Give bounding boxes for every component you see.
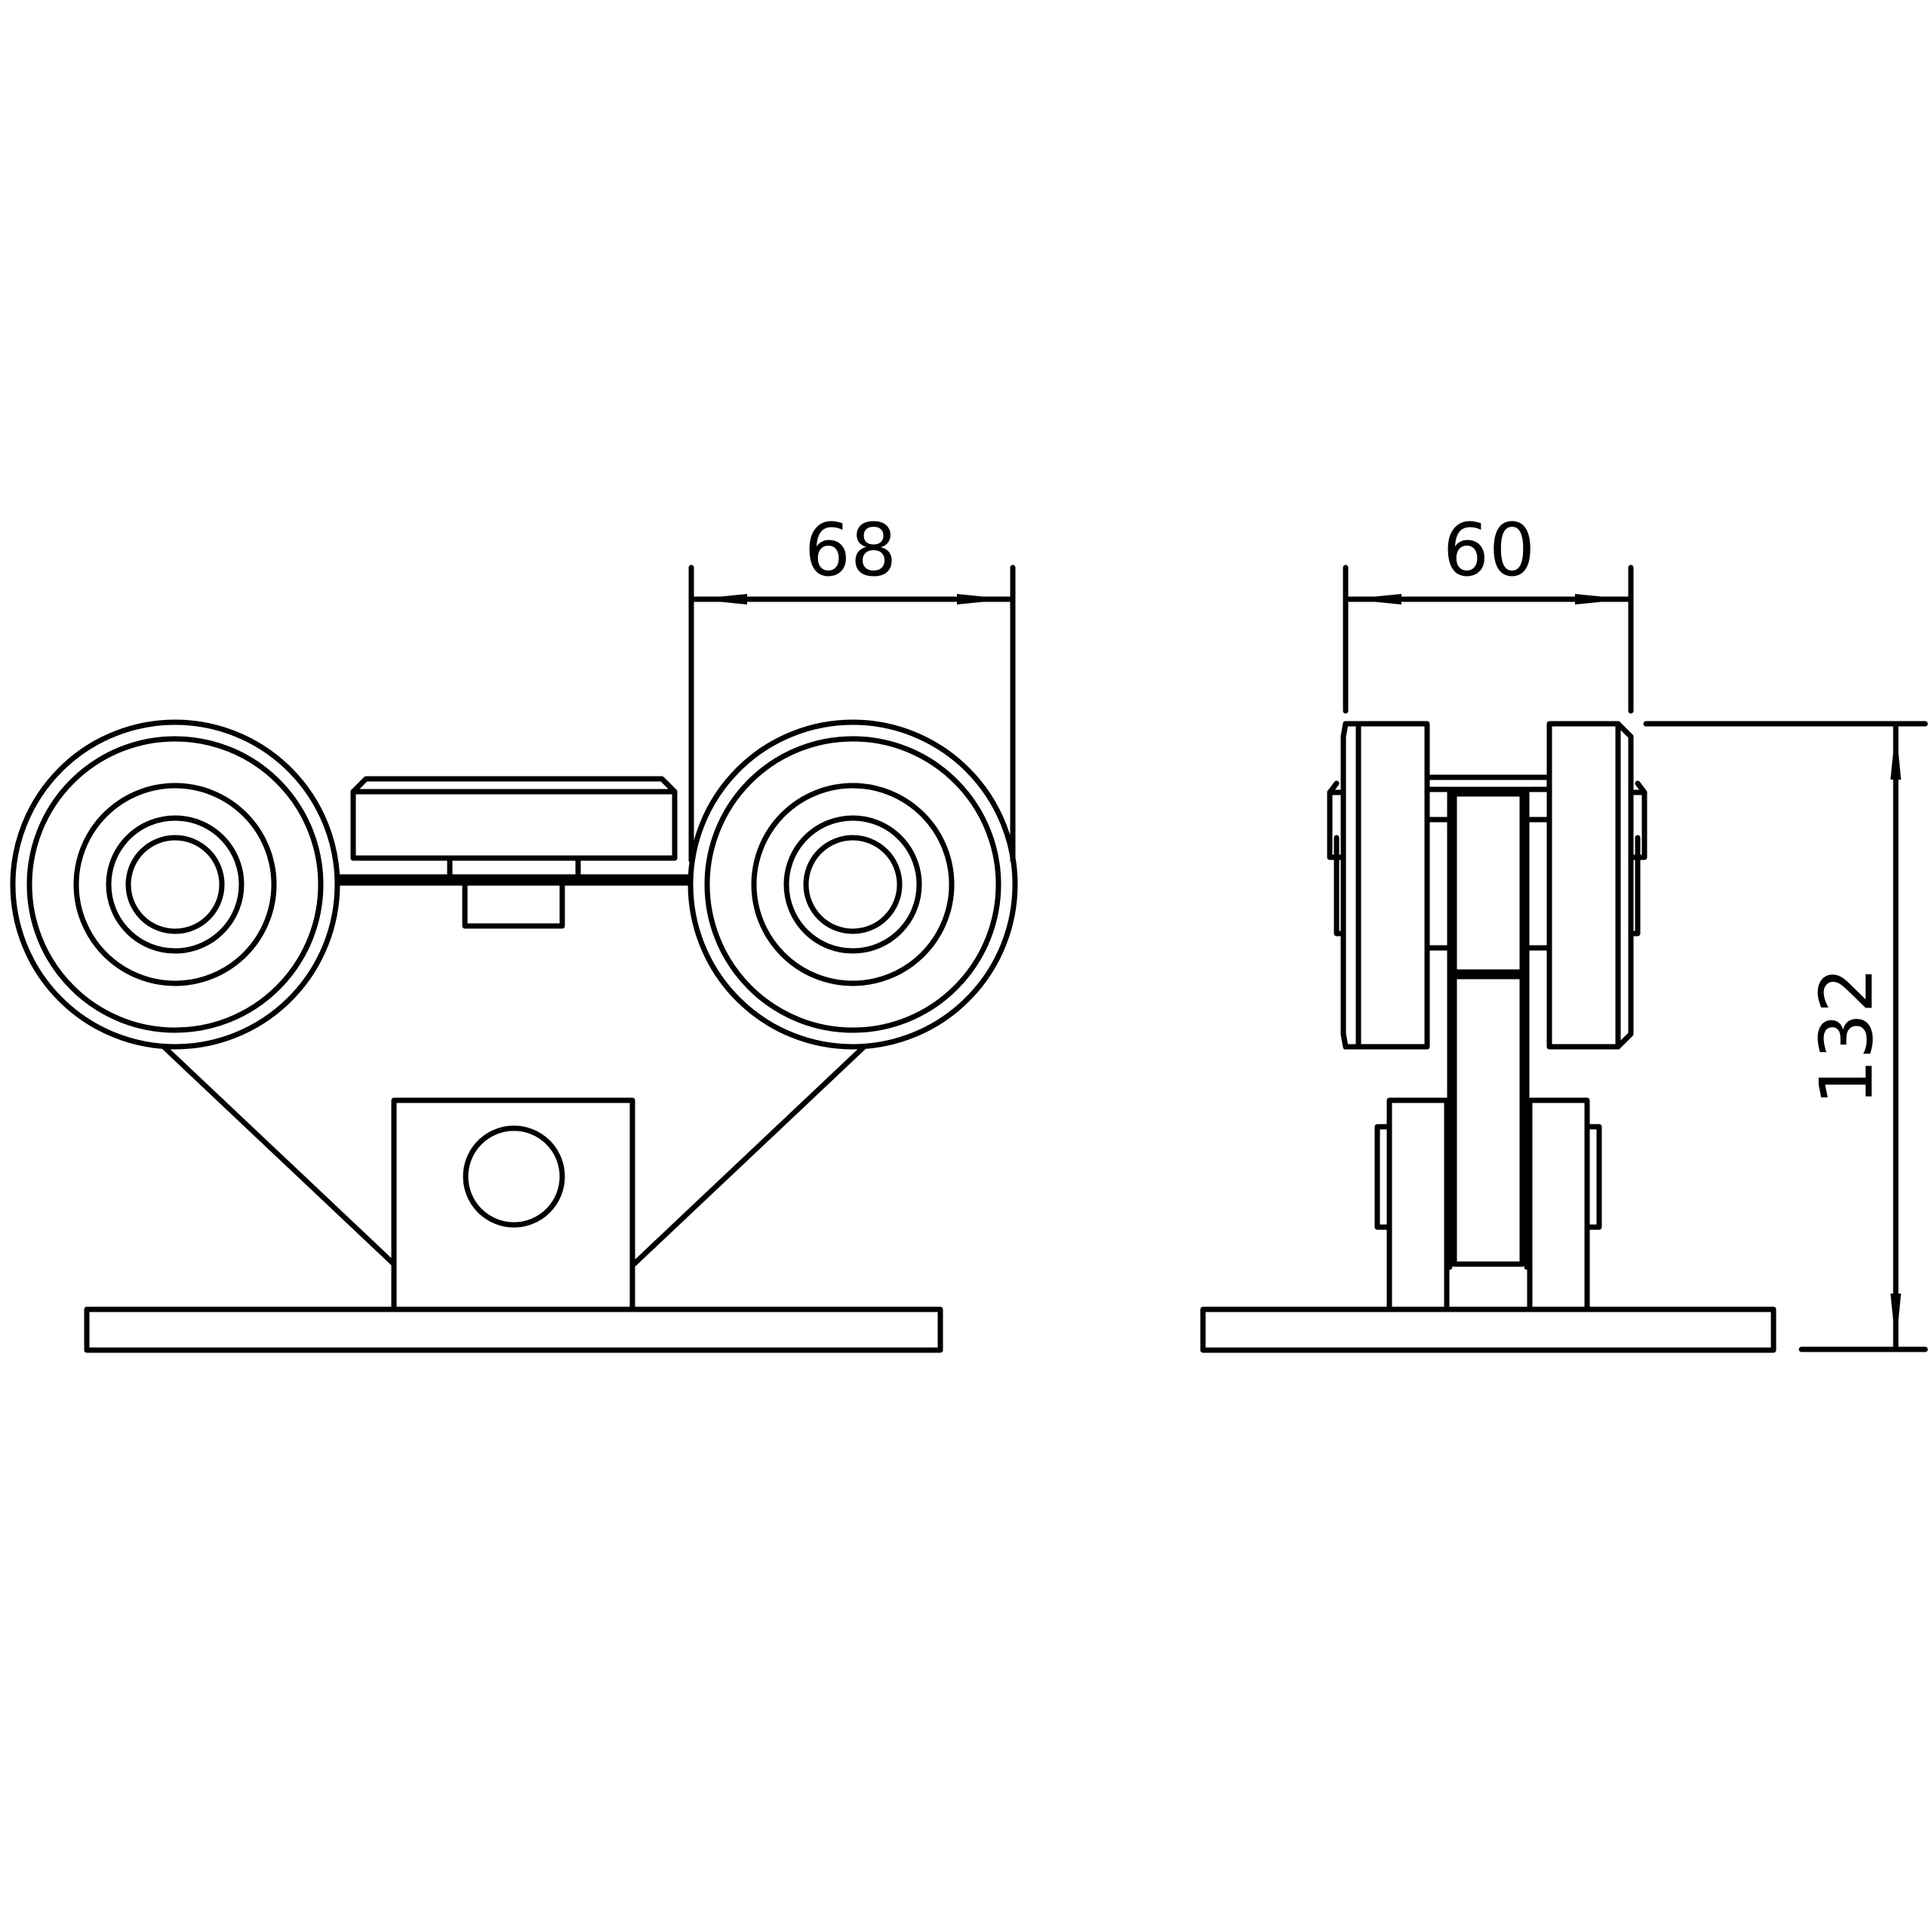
front-dimension-68 <box>688 565 1016 863</box>
top-block <box>350 776 678 929</box>
lower-brackets <box>1374 1097 1602 1312</box>
center-post <box>391 1097 635 1312</box>
right-wheel <box>688 719 1018 1050</box>
dimension-label-68: 68 <box>804 508 897 592</box>
support-arms <box>161 1044 867 1267</box>
side-base-plate <box>1200 1306 1777 1353</box>
axle-bar-outline <box>334 874 692 886</box>
dimension-label-132: 132 <box>1804 967 1889 1105</box>
side-dimension-60 <box>1343 565 1634 714</box>
dimension-label-60: 60 <box>1443 508 1535 592</box>
center-body <box>1424 774 1552 1270</box>
left-wheel-side <box>1327 721 1430 1050</box>
side-dimension-132 <box>1643 721 1928 1352</box>
right-wheel-side <box>1546 721 1647 1050</box>
front-view <box>10 565 1018 1353</box>
left-wheel <box>10 719 340 1050</box>
front-base-plate <box>84 1306 943 1353</box>
side-view <box>1200 565 1928 1353</box>
